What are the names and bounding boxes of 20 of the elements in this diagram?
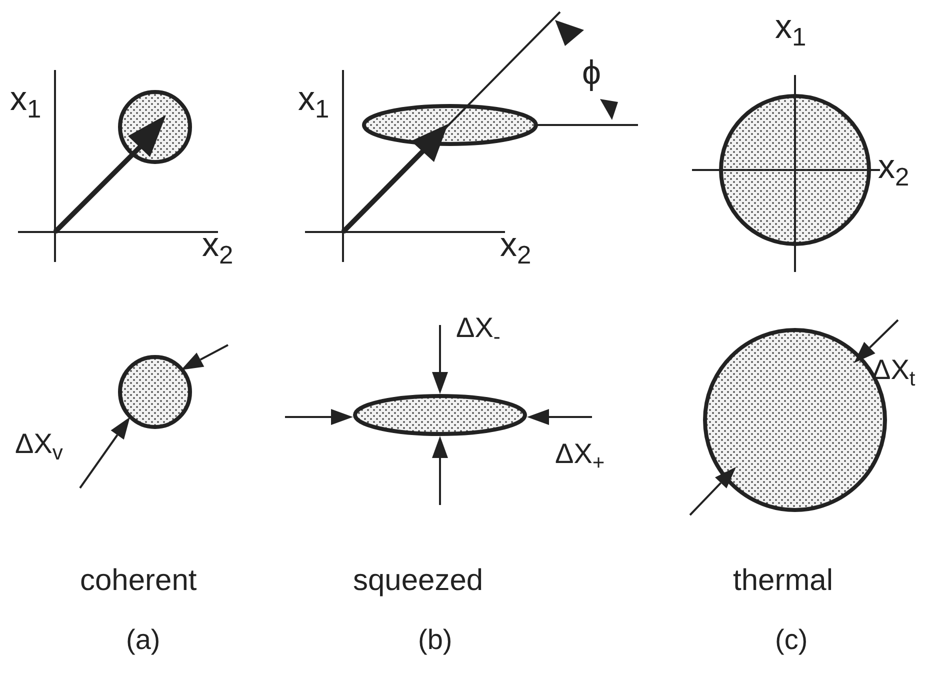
axis-label: x$_{1}$ xyxy=(298,82,330,124)
axis-label: x$_{1}$ xyxy=(10,82,42,124)
axis-label: x$_{2}$ xyxy=(202,228,234,270)
panel-label: (a) xyxy=(126,626,160,654)
axis-label: x$_{2}$ xyxy=(500,228,532,270)
uncertainty-label: ΔX$_{+}$ xyxy=(555,440,605,474)
uncertainty-label: ΔX$_{-}$ xyxy=(456,314,500,348)
axis-label: x$_{1}$ xyxy=(775,10,806,52)
thermal-state-circle xyxy=(719,94,871,246)
angle-label: ϕ xyxy=(582,56,602,90)
panel-label: (c) xyxy=(775,626,808,654)
state-name: squeezed xyxy=(353,566,484,596)
coherent-state-circle xyxy=(118,355,192,429)
uncertainty-label: ΔX$_{v}$ xyxy=(15,430,63,464)
axis-label: x$_{2}$ xyxy=(878,150,910,192)
panel-label: (b) xyxy=(418,626,452,654)
state-name: coherent xyxy=(80,566,197,596)
state-name: thermal xyxy=(733,566,834,596)
squeezed-state-ellipse xyxy=(353,394,527,436)
squeezed-state-ellipse xyxy=(362,104,538,146)
